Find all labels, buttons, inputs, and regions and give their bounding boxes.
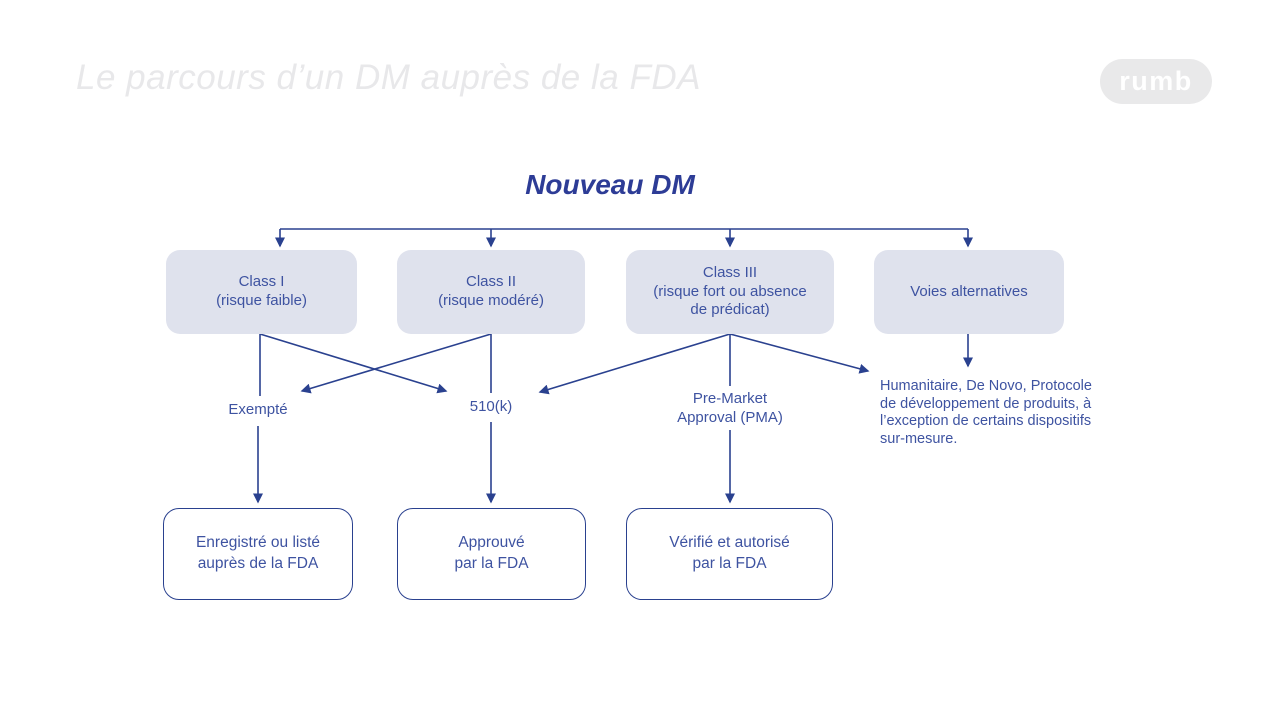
rumb-logo: rumb xyxy=(1100,59,1212,104)
rumb-logo-text: rumb xyxy=(1119,66,1193,96)
arrow-class-ii-to-exempte xyxy=(300,333,492,394)
slide-title: Le parcours d’un DM auprès de la FDA xyxy=(76,58,701,97)
arrow-class-i-to-510k xyxy=(259,333,448,394)
outcome-enregistre-line1: Enregistré ou listé xyxy=(195,534,321,552)
node-voies-alternatives: Voies alternatives xyxy=(874,250,1064,334)
outcome-verifie: Vérifié et autorisé par la FDA xyxy=(626,508,833,600)
node-class-iii-detail: (risque fort ou absence de prédicat) xyxy=(653,282,807,319)
label-exempte: Exempté xyxy=(228,401,288,418)
outcome-approuve: Approuvé par la FDA xyxy=(397,508,586,600)
node-class-ii-name: Class II xyxy=(465,273,516,291)
label-510k: 510(k) xyxy=(469,398,513,415)
node-class-iii: Class III (risque fort ou absence de pré… xyxy=(626,250,834,334)
outcome-approuve-line1: Approuvé xyxy=(458,534,525,552)
arrow-class-iii-to-alternatives-note xyxy=(729,333,870,374)
node-voies-alternatives-name: Voies alternatives xyxy=(910,282,1028,300)
node-class-ii-detail: (risque modéré) xyxy=(438,292,544,309)
node-class-i-name: Class I xyxy=(238,273,285,291)
label-pma-line2: Approval (PMA) xyxy=(677,408,783,426)
outcome-verifie-line2: par la FDA xyxy=(692,555,767,572)
node-class-i-detail: (risque faible) xyxy=(216,292,307,309)
outcome-enregistre: Enregistré ou listé auprès de la FDA xyxy=(163,508,353,600)
label-pma-line1: Pre-Market xyxy=(692,390,768,407)
node-class-ii: Class II (risque modéré) xyxy=(397,250,585,334)
note-voies-alternatives: Humanitaire, De Novo, Protocole de dével… xyxy=(880,378,1092,448)
label-pma: Pre-Market Approval (PMA) xyxy=(654,390,806,428)
outcome-approuve-line2: par la FDA xyxy=(454,555,529,572)
node-class-i: Class I (risque faible) xyxy=(166,250,357,334)
outcome-enregistre-line2: auprès de la FDA xyxy=(197,555,319,572)
node-class-iii-name: Class III xyxy=(702,263,758,281)
arrow-class-iii-to-510k xyxy=(538,333,731,395)
outcome-verifie-line1: Vérifié et autorisé xyxy=(669,534,790,552)
node-nouveau-dm: Nouveau DM xyxy=(525,169,695,200)
